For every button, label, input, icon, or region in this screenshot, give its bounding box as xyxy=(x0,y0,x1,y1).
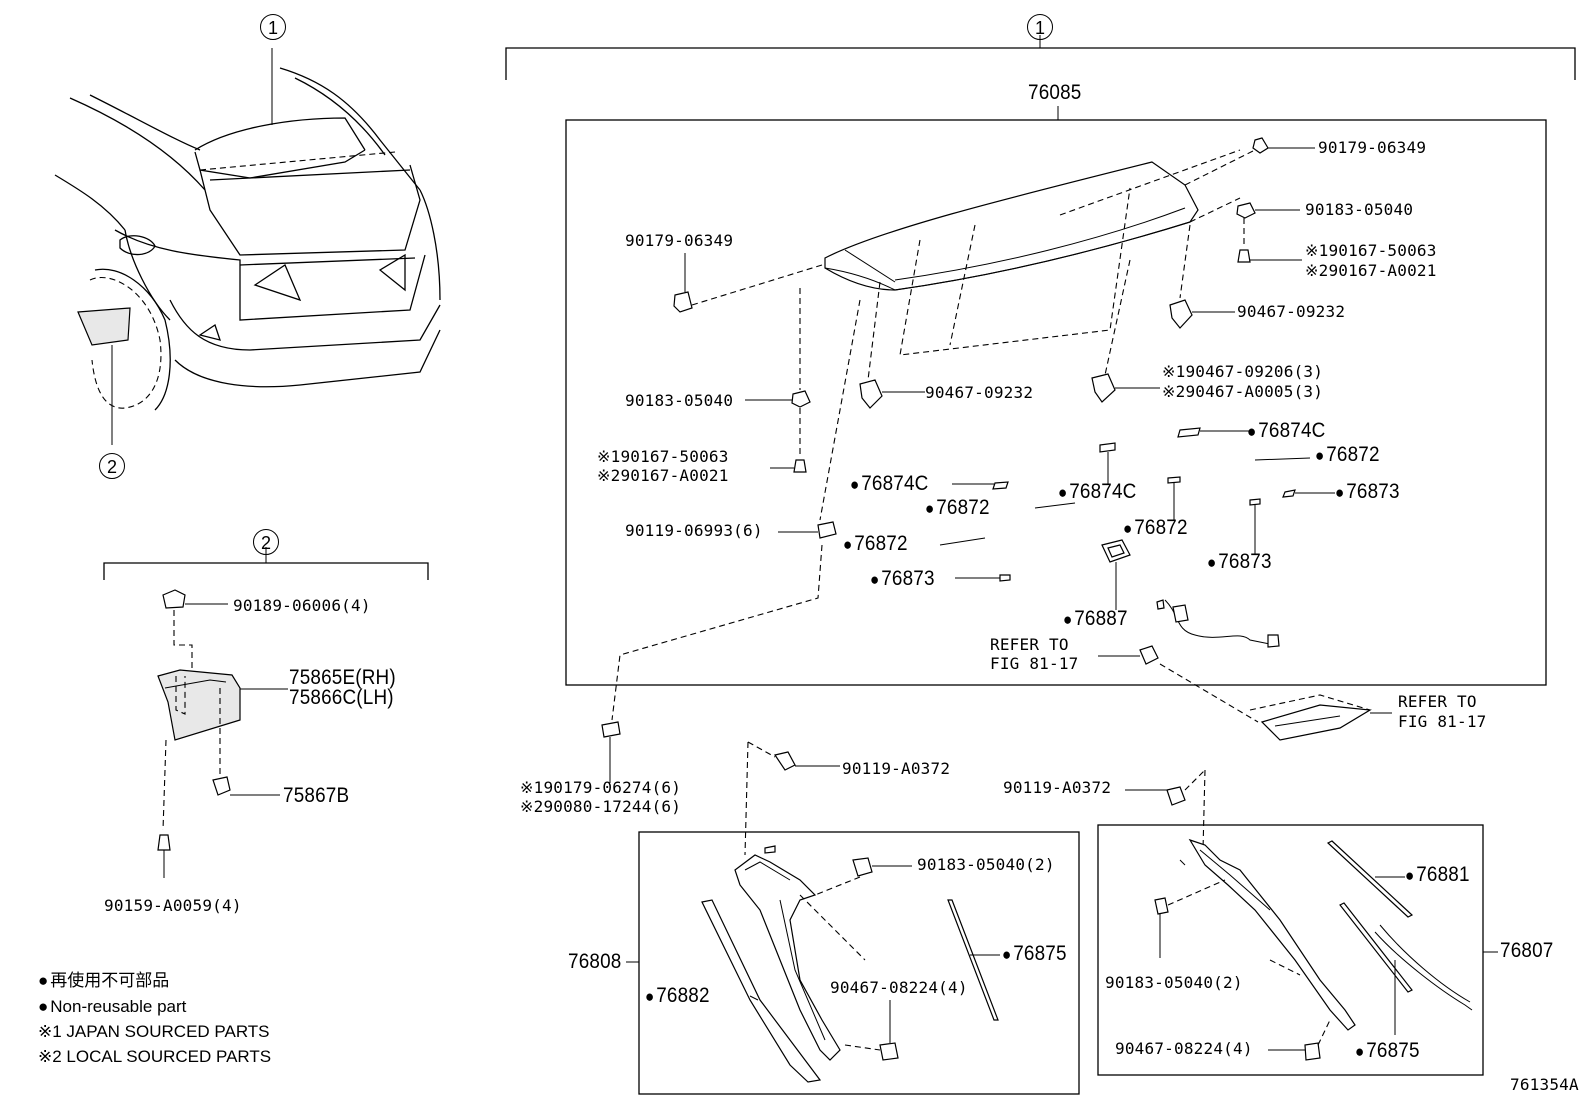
label-seal-76874C-a[interactable]: 76874C xyxy=(1247,420,1326,441)
label-mudguard-lh[interactable]: 75866C(LH) xyxy=(289,686,394,709)
label-refer-2a[interactable]: REFER TO xyxy=(1398,692,1477,711)
label-garnish-left[interactable]: 76808 xyxy=(568,950,622,973)
garnish-left-assy xyxy=(626,741,1080,1095)
label-90467-08224-4-right[interactable]: 90467-08224(4) xyxy=(1115,1039,1253,1058)
label-seal-76887[interactable]: 76887 xyxy=(1063,608,1128,629)
spoiler-fasteners xyxy=(611,137,1315,721)
legend-non-reusable-en: Non-reusable part xyxy=(38,998,186,1015)
label-90467-08224-4-left[interactable]: 90467-08224(4) xyxy=(830,978,968,997)
label-90183-05040-2-right[interactable]: 90183-05040(2) xyxy=(1105,973,1243,992)
label-seal-76873-c[interactable]: 76873 xyxy=(870,568,935,589)
callout-1-vehicle[interactable]: 1 xyxy=(260,14,286,40)
label-screw-jp-right[interactable]: ※190167-50063 xyxy=(1305,241,1437,260)
callout-2-vehicle[interactable]: 2 xyxy=(99,453,125,479)
label-screw-local-right[interactable]: ※290167-A0021 xyxy=(1305,261,1437,280)
legend-non-reusable-jp: 再使用不可部品 xyxy=(38,972,169,989)
label-seal-76873-b[interactable]: 76873 xyxy=(1207,551,1272,572)
label-seal-76872-a[interactable]: 76872 xyxy=(1315,444,1380,465)
label-grommet-jp[interactable]: ※190179-06274(6) xyxy=(520,778,682,797)
seal-strips xyxy=(939,427,1335,648)
label-seal-76872-b[interactable]: 76872 xyxy=(925,497,990,518)
label-garnish-right[interactable]: 76807 xyxy=(1500,939,1554,962)
label-90467-09232-mid[interactable]: 90467-09232 xyxy=(925,383,1034,402)
label-90159-A0059[interactable]: 90159-A0059(4) xyxy=(104,896,242,915)
label-screw-jp-left[interactable]: ※190167-50063 xyxy=(597,447,729,466)
label-clip-jp-center[interactable]: ※190467-09206(3) xyxy=(1162,362,1324,381)
label-90119-A0372-left[interactable]: 90119-A0372 xyxy=(842,759,951,778)
grommet xyxy=(601,721,621,783)
label-seal-76872-d[interactable]: 76872 xyxy=(843,533,908,554)
label-90119-A0372-right[interactable]: 90119-A0372 xyxy=(1003,778,1112,797)
label-mudguard-rh[interactable]: 75865E(RH) xyxy=(289,666,396,689)
label-seal-76875-right[interactable]: 76875 xyxy=(1355,1040,1420,1061)
label-seal-76872-c[interactable]: 76872 xyxy=(1123,517,1188,538)
label-grommet-local[interactable]: ※290080-17244(6) xyxy=(520,797,682,816)
label-seal-76874C-b[interactable]: 76874C xyxy=(850,473,929,494)
label-75867B[interactable]: 75867B xyxy=(283,784,350,807)
legend-japan-sourced: ※1 JAPAN SOURCED PARTS xyxy=(38,1022,270,1041)
label-refer-1a[interactable]: REFER TO xyxy=(990,635,1069,654)
vehicle-rear-illustration xyxy=(54,48,441,445)
label-90179-06349-left[interactable]: 90179-06349 xyxy=(625,231,734,250)
label-90189-06006[interactable]: 90189-06006(4) xyxy=(233,596,371,615)
label-seal-76881[interactable]: 76881 xyxy=(1405,864,1470,885)
label-90183-05040-2-left[interactable]: 90183-05040(2) xyxy=(917,855,1055,874)
label-90183-05040-right[interactable]: 90183-05040 xyxy=(1305,200,1414,219)
rear-spoiler-body xyxy=(824,149,1256,356)
diagram-id: 761354A xyxy=(1510,1075,1579,1094)
label-screw-local-left[interactable]: ※290167-A0021 xyxy=(597,466,729,485)
callout-1-spoiler[interactable]: 1 xyxy=(1027,14,1053,40)
mudflap-section xyxy=(103,547,429,878)
garnish-right-assy xyxy=(1097,769,1498,1076)
label-90467-09232-right[interactable]: 90467-09232 xyxy=(1237,302,1346,321)
label-90119-06993[interactable]: 90119-06993(6) xyxy=(625,521,763,540)
label-seal-76873-a[interactable]: 76873 xyxy=(1335,481,1400,502)
label-refer-2b[interactable]: FIG 81-17 xyxy=(1398,712,1487,731)
stop-lamp-refer xyxy=(1098,645,1392,741)
label-clip-local-center[interactable]: ※290467-A0005(3) xyxy=(1162,382,1324,401)
label-refer-1b[interactable]: FIG 81-17 xyxy=(990,654,1079,673)
label-90183-05040-left[interactable]: 90183-05040 xyxy=(625,391,734,410)
label-seal-76882[interactable]: 76882 xyxy=(645,985,710,1006)
label-seal-76874C-c[interactable]: 76874C xyxy=(1058,481,1137,502)
spoiler-section-bracket xyxy=(505,35,1576,686)
legend-local-sourced: ※2 LOCAL SOURCED PARTS xyxy=(38,1047,272,1066)
label-90179-06349-right[interactable]: 90179-06349 xyxy=(1318,138,1427,157)
label-spoiler-assy[interactable]: 76085 xyxy=(1028,81,1082,104)
label-seal-76875-left[interactable]: 76875 xyxy=(1002,943,1067,964)
callout-2-mudflap[interactable]: 2 xyxy=(253,529,279,555)
